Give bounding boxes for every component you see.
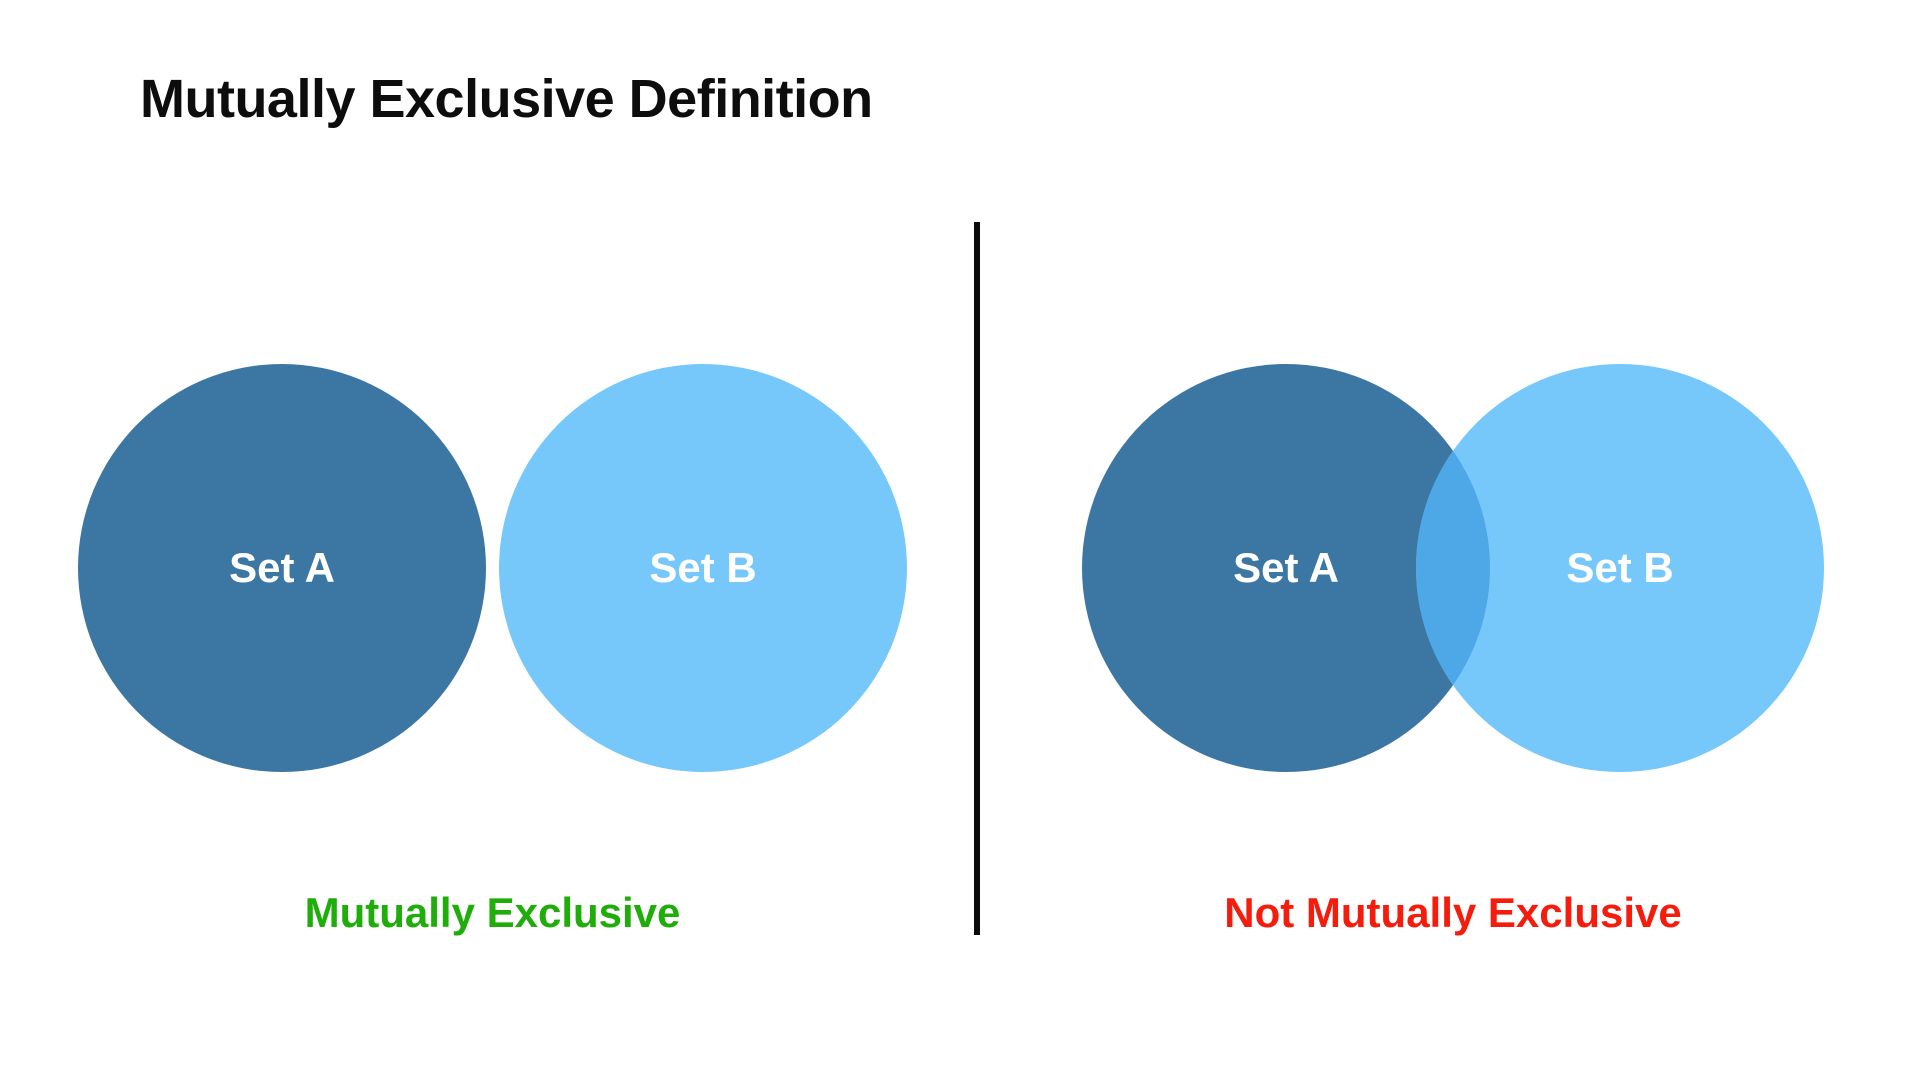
circle-set-a <box>1082 364 1490 772</box>
circle-set-a <box>78 364 486 772</box>
circle-set-b <box>1416 364 1824 772</box>
page-title: Mutually Exclusive Definition <box>140 69 873 129</box>
venn-diagram-overlapping <box>1082 364 1824 772</box>
panel-divider <box>974 222 980 935</box>
caption-mutually-exclusive: Mutually Exclusive <box>304 889 681 936</box>
panel-not-mutually-exclusive: Set A Set B Not Mutually Exclusive <box>980 0 1920 1080</box>
caption-not-mutually-exclusive: Not Mutually Exclusive <box>1224 889 1682 936</box>
circle-set-b <box>499 364 907 772</box>
panel-mutually-exclusive: Set A Set B Mutually Exclusive <box>78 364 907 936</box>
venn-diagram-disjoint <box>78 364 907 772</box>
